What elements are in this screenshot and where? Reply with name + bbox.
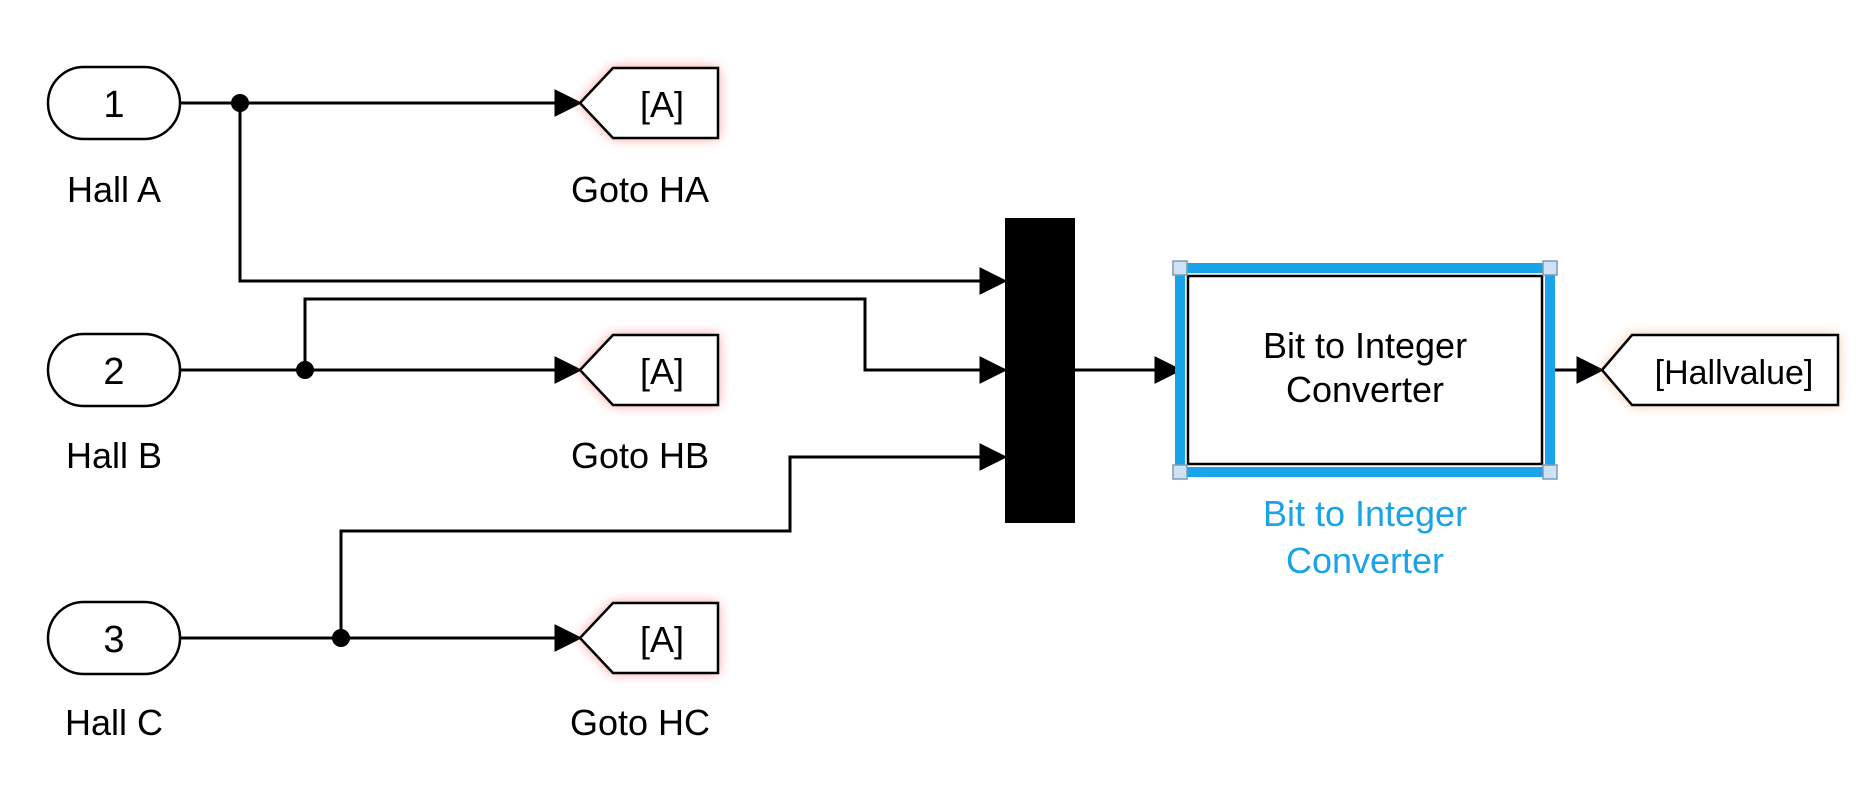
goto-label: Goto HB — [571, 435, 709, 476]
goto-label: Goto HC — [570, 702, 710, 743]
converter-name-line1: Bit to Integer — [1263, 493, 1467, 534]
mux-block[interactable] — [1005, 218, 1075, 523]
resize-handle-top-left[interactable] — [1172, 260, 1188, 276]
line-hall-c-to-mux[interactable] — [339, 443, 1008, 638]
resize-handle-bottom-right[interactable] — [1542, 464, 1558, 480]
inport-hall-a[interactable]: 1 Hall A — [46, 65, 182, 210]
inport-number: 1 — [103, 84, 124, 126]
goto-tag: [A] — [640, 84, 684, 125]
bit-to-integer-converter-block[interactable]: Bit to Integer Converter Bit to Integer … — [1172, 260, 1558, 581]
converter-text-line2: Converter — [1286, 369, 1444, 410]
branch-point-b — [296, 361, 314, 379]
selection-outline — [1175, 263, 1555, 477]
inport-hall-b[interactable]: 2 Hall B — [46, 332, 182, 476]
goto-tag: [A] — [640, 619, 684, 660]
inport-hall-c[interactable]: 3 Hall C — [46, 600, 182, 743]
branch-point-c — [332, 629, 350, 647]
inport-label: Hall C — [65, 702, 163, 743]
inport-label: Hall A — [67, 169, 161, 210]
goto-block-hb[interactable]: [A] Goto HB — [571, 333, 720, 476]
goto-block-hc[interactable]: [A] Goto HC — [570, 601, 720, 743]
branch-point-a — [231, 94, 249, 112]
signal-lines — [180, 89, 1605, 652]
inport-number: 2 — [103, 351, 124, 393]
goto-tag: [Hallvalue] — [1655, 354, 1814, 392]
converter-name-line2: Converter — [1286, 540, 1444, 581]
inport-label: Hall B — [66, 435, 162, 476]
goto-block-hallvalue[interactable]: [Hallvalue] — [1600, 333, 1840, 407]
inport-number: 3 — [103, 619, 124, 661]
line-hall-a-to-mux[interactable] — [238, 103, 1008, 295]
line-hall-b-to-mux[interactable] — [303, 297, 1008, 384]
goto-label: Goto HA — [571, 169, 709, 210]
converter-text-line1: Bit to Integer — [1263, 325, 1467, 366]
goto-block-ha[interactable]: [A] Goto HA — [571, 66, 720, 210]
resize-handle-bottom-left[interactable] — [1172, 464, 1188, 480]
goto-tag: [A] — [640, 351, 684, 392]
resize-handle-top-right[interactable] — [1542, 260, 1558, 276]
